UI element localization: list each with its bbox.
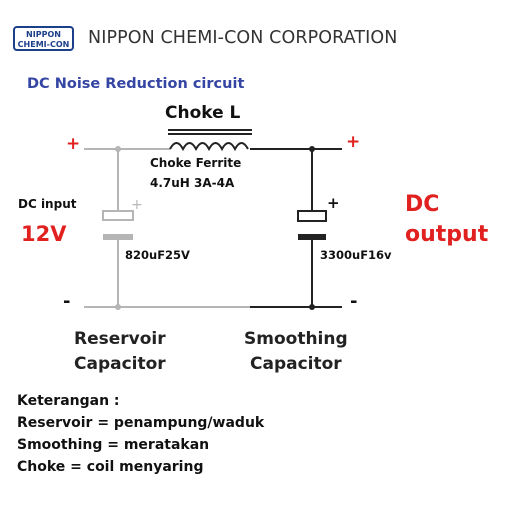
- output-plus-sign: +: [346, 132, 361, 152]
- smoothing-cap-plus-sign: +: [327, 194, 340, 212]
- choke-ferrite-label: Choke Ferrite: [150, 156, 242, 170]
- logo-line-1: NIPPON: [26, 30, 61, 39]
- input-plus-sign: +: [66, 134, 81, 154]
- smoothing-capacitor-symbol: [297, 146, 327, 310]
- dc-output-label-line1: DC: [405, 192, 440, 217]
- reservoir-capacitor-symbol: [102, 146, 134, 310]
- note-reservoir: Reservoir = penampung/waduk: [17, 415, 265, 431]
- company-name: NIPPON CHEMI-CON CORPORATION: [88, 28, 398, 48]
- note-choke: Choke = coil menyaring: [17, 459, 204, 475]
- input-minus-sign: -: [63, 291, 71, 312]
- dc-output-label-line2: output: [405, 222, 489, 247]
- dc-input-label: DC input: [18, 197, 77, 211]
- nippon-chemicon-logo: NIPPON CHEMI-CON: [13, 26, 74, 51]
- choke-coil-symbol: [168, 129, 252, 152]
- reservoir-cap-value: 820uF25V: [125, 248, 190, 262]
- choke-spec-label: 4.7uH 3A-4A: [150, 176, 235, 190]
- choke-title-label: Choke L: [165, 103, 241, 123]
- smoothing-cap-value: 3300uF16v: [320, 248, 392, 262]
- input-voltage-label: 12V: [21, 222, 67, 246]
- reservoir-label-line2: Capacitor: [74, 354, 166, 374]
- reservoir-label-line1: Reservoir: [74, 329, 166, 349]
- notes-title: Keterangan :: [17, 393, 120, 409]
- smoothing-label-line1: Smoothing: [244, 329, 348, 349]
- output-minus-sign: -: [350, 291, 358, 312]
- note-smoothing: Smoothing = meratakan: [17, 437, 210, 453]
- reservoir-cap-plus-sign: +: [131, 197, 143, 213]
- logo-line-2: CHEMI-CON: [17, 39, 70, 49]
- circuit-title: DC Noise Reduction circuit: [27, 76, 245, 92]
- smoothing-label-line2: Capacitor: [250, 354, 342, 374]
